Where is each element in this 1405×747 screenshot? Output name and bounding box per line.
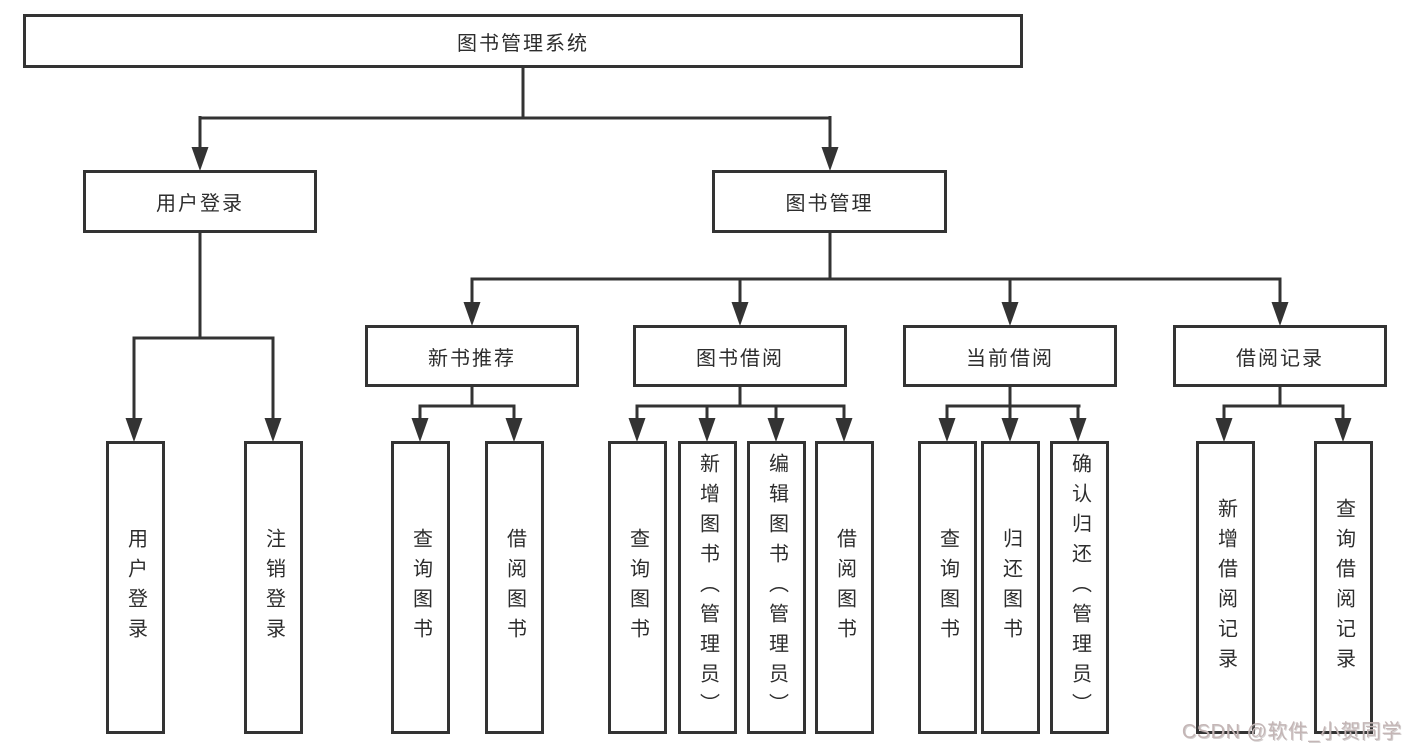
node-bb-query-books: 查询图书 bbox=[608, 441, 667, 734]
csdn-watermark: CSDN @软件_小贺同学 bbox=[1181, 721, 1402, 743]
node-cb-confirm-return-admin: 确认归还（管理员） bbox=[1050, 441, 1109, 734]
node-cb-query-books: 查询图书 bbox=[918, 441, 977, 734]
node-root-system: 图书管理系统 bbox=[23, 14, 1023, 68]
node-bb-borrow-books: 借阅图书 bbox=[815, 441, 874, 734]
edges-borrow-records-children bbox=[1215, 387, 1352, 442]
node-book-borrow: 图书借阅 bbox=[633, 325, 847, 387]
node-br-query-record: 查询借阅记录 bbox=[1314, 441, 1373, 734]
node-book-management: 图书管理 bbox=[712, 170, 947, 233]
node-new-book-recommend: 新书推荐 bbox=[365, 325, 579, 387]
node-user-login: 用户登录 bbox=[83, 170, 317, 233]
node-ul-logout: 注销登录 bbox=[244, 441, 303, 734]
edges-root-to-level2 bbox=[191, 68, 839, 171]
node-cb-return-books: 归还图书 bbox=[981, 441, 1040, 734]
edges-new-book-recommend-children bbox=[411, 387, 523, 442]
edges-book-borrow-children bbox=[628, 387, 853, 442]
node-br-add-record: 新增借阅记录 bbox=[1196, 441, 1255, 734]
edges-user-login-children bbox=[125, 233, 282, 442]
node-current-borrow: 当前借阅 bbox=[903, 325, 1117, 387]
node-borrow-records: 借阅记录 bbox=[1173, 325, 1387, 387]
node-nbr-query-books: 查询图书 bbox=[391, 441, 450, 734]
node-ul-user-login: 用户登录 bbox=[106, 441, 165, 734]
node-bb-add-books-admin: 新增图书（管理员） bbox=[678, 441, 737, 734]
edges-book-management-children bbox=[463, 233, 1289, 326]
node-bb-edit-books-admin: 编辑图书（管理员） bbox=[747, 441, 806, 734]
edges-current-borrow-children bbox=[938, 387, 1087, 442]
node-nbr-borrow-books: 借阅图书 bbox=[485, 441, 544, 734]
